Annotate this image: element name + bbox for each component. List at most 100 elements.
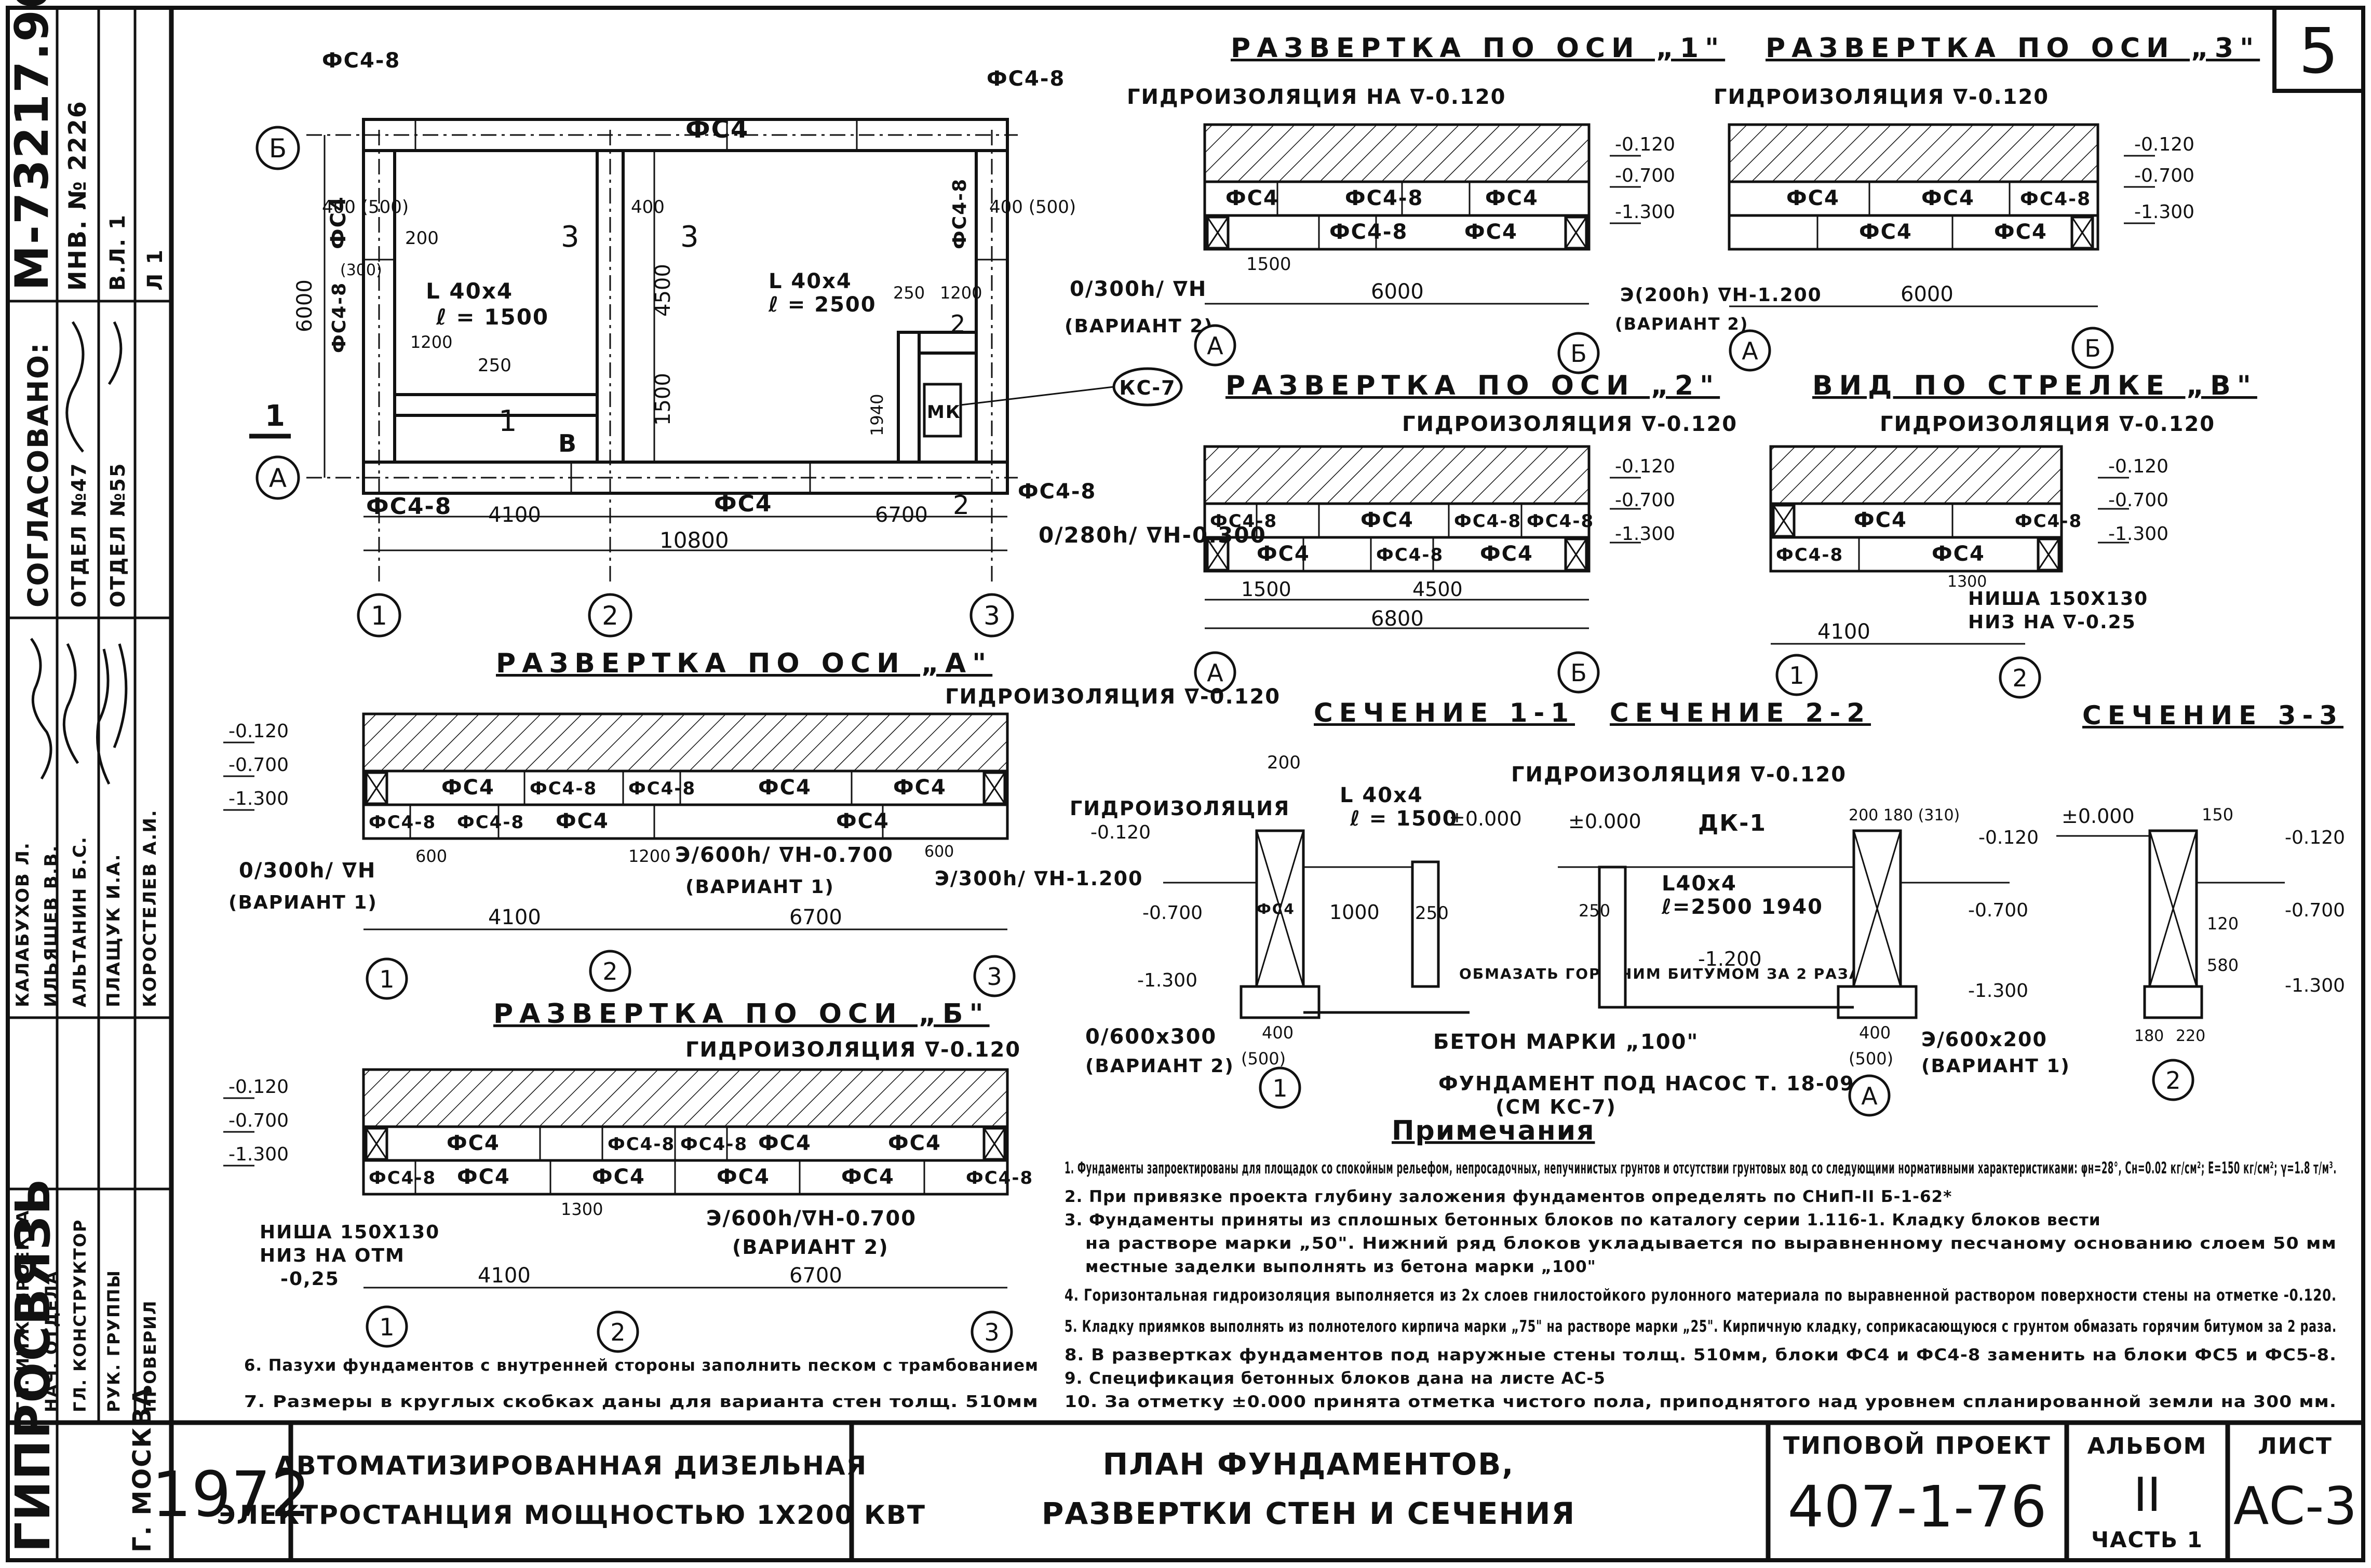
note-7: 7. Размеры в круглых скобках даны для ва… bbox=[244, 1393, 1039, 1411]
razvb-lev-0700: -0.700 bbox=[228, 1110, 289, 1131]
razvb-dim-6700: 6700 bbox=[789, 1264, 842, 1288]
razvb-fs48-d: ФС4-8 bbox=[966, 1168, 1033, 1188]
razv1-fs4-c: ФС4 bbox=[1464, 220, 1518, 244]
elevation-axis-b: РАЗВЕРТКА ПО ОСИ „Б" ГИДРОИЗОЛЯЦИЯ ∇-0.1… bbox=[223, 998, 1033, 1353]
sec11-angle-len: ℓ = 1500 bbox=[1350, 807, 1458, 831]
sec33-lev-1300: -1.300 bbox=[2285, 975, 2345, 996]
razvb-hydro: ГИДРОИЗОЛЯЦИЯ ∇-0.120 bbox=[685, 1038, 1021, 1062]
razva-axis-1: 1 bbox=[379, 965, 394, 993]
sheet-value: АС-3 bbox=[2233, 1476, 2357, 1536]
staff-role-5: ПРОВЕРИЛ bbox=[140, 1300, 160, 1413]
section-3-3: СЕЧЕНИЕ 3-3 -0.120 ±0.000 -0.120 -0.700 … bbox=[1978, 700, 2345, 1101]
sec33-dim-580: 580 bbox=[2207, 955, 2239, 975]
sec22-dim-250: 250 bbox=[1579, 901, 1610, 921]
razvb-axis-3: 3 bbox=[984, 1318, 999, 1346]
razva-variant-1: (ВАРИАНТ 1) bbox=[228, 892, 378, 913]
plan-dim-400-500-l: 400 (500) bbox=[322, 197, 409, 218]
razva-opening-2: Э/600h/ ∇Н-0.700 bbox=[675, 843, 894, 867]
title-razv-b: РАЗВЕРТКА ПО ОСИ „Б" bbox=[493, 998, 990, 1030]
sec33-dim-220: 220 bbox=[2176, 1027, 2205, 1045]
staff-name-5: КОРОСТЕЛЕВ А.И. bbox=[140, 809, 160, 1007]
sheet-small: Л 1 bbox=[143, 249, 167, 291]
razv1-dim-1500: 1500 bbox=[1246, 254, 1291, 275]
sec22-pump-2: (СМ КС-7) bbox=[1496, 1096, 1616, 1118]
vidv-niche-2: НИЗ НА ∇-0.25 bbox=[1968, 612, 2136, 633]
title-vid-v: ВИД ПО СТРЕЛКЕ „В" bbox=[1812, 370, 2257, 401]
plan-angle-2: L 40x4 bbox=[769, 269, 852, 293]
elevation-axis-1: РАЗВЕРТКА ПО ОСИ „1" ГИДРОИЗОЛЯЦИЯ НА ∇-… bbox=[1065, 33, 1725, 374]
razv3-dim-6000: 6000 bbox=[1901, 282, 1954, 306]
plan-dim-1200: 1200 bbox=[410, 332, 452, 352]
plan-label-fs48-bottom-right: ФС4-8 bbox=[1018, 480, 1096, 504]
vidv-axis-1: 1 bbox=[1789, 661, 1804, 690]
razva-fs48-d: ФС4-8 bbox=[457, 812, 524, 833]
razvb-fs4-d: ФС4 bbox=[457, 1165, 510, 1189]
razv2-dim-4500: 4500 bbox=[1412, 578, 1463, 601]
staff-role-1: ГЛ. ИНЖ. ПРОЕКТА bbox=[13, 1210, 33, 1412]
razv3-fs4-d: ФС4 bbox=[1994, 220, 2047, 244]
sec33-dim-150: 150 bbox=[2202, 805, 2233, 824]
razva-fs4-c: ФС4 bbox=[893, 776, 947, 800]
razva-fs48-c: ФС4-8 bbox=[369, 812, 436, 833]
razv3-fs4-c: ФС4 bbox=[1859, 220, 1912, 244]
plan-angle-2-len: ℓ = 2500 bbox=[768, 293, 877, 317]
inv-label: ИНВ. № 2226 bbox=[63, 100, 91, 291]
sec33-axis-2: 2 bbox=[2165, 1066, 2180, 1094]
razv2-fs48-b: ФС4-8 bbox=[1454, 511, 1521, 532]
plan-room-3a: 3 bbox=[561, 220, 580, 254]
sec33-dim-120: 120 bbox=[2207, 914, 2239, 934]
section-1-1: СЕЧЕНИЕ 1-1 ГИДРОИЗОЛЯЦИЯ -0.120 ±0.000 … bbox=[1070, 698, 1860, 1109]
note-10: 10. За отметку ±0.000 принята отметка чи… bbox=[1065, 1393, 2337, 1411]
vidv-fs48-a: ФС4-8 bbox=[2015, 511, 2082, 532]
razv2-fs48-d: ФС4-8 bbox=[1376, 545, 1444, 565]
staff-role-2: НАЧ. ОТДЕЛА bbox=[42, 1270, 61, 1412]
staff-name-2: ИЛЬЯШЕВ В.В. bbox=[41, 845, 62, 1007]
sec22-angle: L40x4 bbox=[1662, 872, 1737, 896]
razva-dim-1200: 1200 bbox=[628, 846, 670, 866]
plan-dim-10800: 10800 bbox=[659, 528, 729, 553]
razv2-lev-1300: -1.300 bbox=[1615, 523, 1675, 545]
razv2-dim-1500: 1500 bbox=[1241, 578, 1291, 601]
razvb-axis-2: 2 bbox=[610, 1318, 625, 1346]
razva-lev-1300: -1.300 bbox=[228, 788, 289, 809]
title-sec-22: СЕЧЕНИЕ 2-2 bbox=[1610, 698, 1871, 728]
sec11-b5: ФС4 bbox=[1257, 900, 1295, 917]
sec22-dk1: ДК-1 bbox=[1698, 810, 1767, 836]
year: 1972 bbox=[152, 1459, 310, 1531]
plan-dim-4100: 4100 bbox=[488, 503, 541, 527]
razv1-lev-0700: -0.700 bbox=[1615, 165, 1675, 186]
title-razv-a: РАЗВЕРТКА ПО ОСИ „А" bbox=[496, 648, 992, 679]
vidv-lev-0700: -0.700 bbox=[2108, 490, 2168, 511]
sec22-opening: Э/600х200 bbox=[1921, 1028, 2047, 1051]
archive-code: М-73217.96 bbox=[5, 0, 59, 291]
plan-angle-1-len: ℓ = 1500 bbox=[436, 304, 549, 330]
razv3-axis-a: А bbox=[1742, 337, 1758, 365]
plan-dim-400: 400 bbox=[631, 197, 665, 218]
plan-room-2a: 2 bbox=[950, 310, 965, 338]
title-razv-1: РАЗВЕРТКА ПО ОСИ „1" bbox=[1231, 33, 1725, 64]
sec33-dim-180: 180 bbox=[2134, 1027, 2164, 1045]
plan-dim-300-l: (300) bbox=[340, 261, 382, 279]
razva-lev-0120: -0.120 bbox=[228, 721, 289, 742]
razv2-dim-6800: 6800 bbox=[1371, 607, 1424, 631]
sec11-dim-500: (500) bbox=[1241, 1049, 1286, 1069]
sec22-dim-400: 400 bbox=[1859, 1023, 1891, 1043]
sec33-lev-0120: -0.120 bbox=[1978, 827, 2039, 848]
note-5: 5. Кладку приямков выполнять из полнотел… bbox=[1065, 1317, 2337, 1336]
razvb-fs4-e: ФС4 bbox=[592, 1165, 645, 1189]
vidv-axis-2: 2 bbox=[2012, 664, 2027, 692]
razv3-fs4-b: ФС4 bbox=[1921, 186, 1975, 210]
version-label: В.Л. 1 bbox=[106, 214, 130, 291]
sec33-lev-0700: -0.700 bbox=[2285, 900, 2345, 921]
notes: Примечания 1. Фундаменты запроектированы… bbox=[244, 1115, 2337, 1411]
dept-55: ОТДЕЛ №55 bbox=[106, 463, 129, 607]
staff-name-4: ПЛАЩУК И.А. bbox=[103, 853, 124, 1007]
sec22-variant: (ВАРИАНТ 1) bbox=[1921, 1056, 2070, 1077]
razva-lev-0700: -0.700 bbox=[228, 754, 289, 776]
drawing-line-1: ПЛАН ФУНДАМЕНТОВ, bbox=[1103, 1447, 1515, 1482]
album-label: АЛЬБОМ bbox=[2087, 1433, 2207, 1459]
razv2-opening: 0/280h/ ∇Н-0.300 bbox=[1039, 522, 1267, 548]
note-9: 9. Спецификация бетонных блоков дана на … bbox=[1065, 1369, 1606, 1388]
razva-fs4-e: ФС4 bbox=[836, 809, 890, 833]
